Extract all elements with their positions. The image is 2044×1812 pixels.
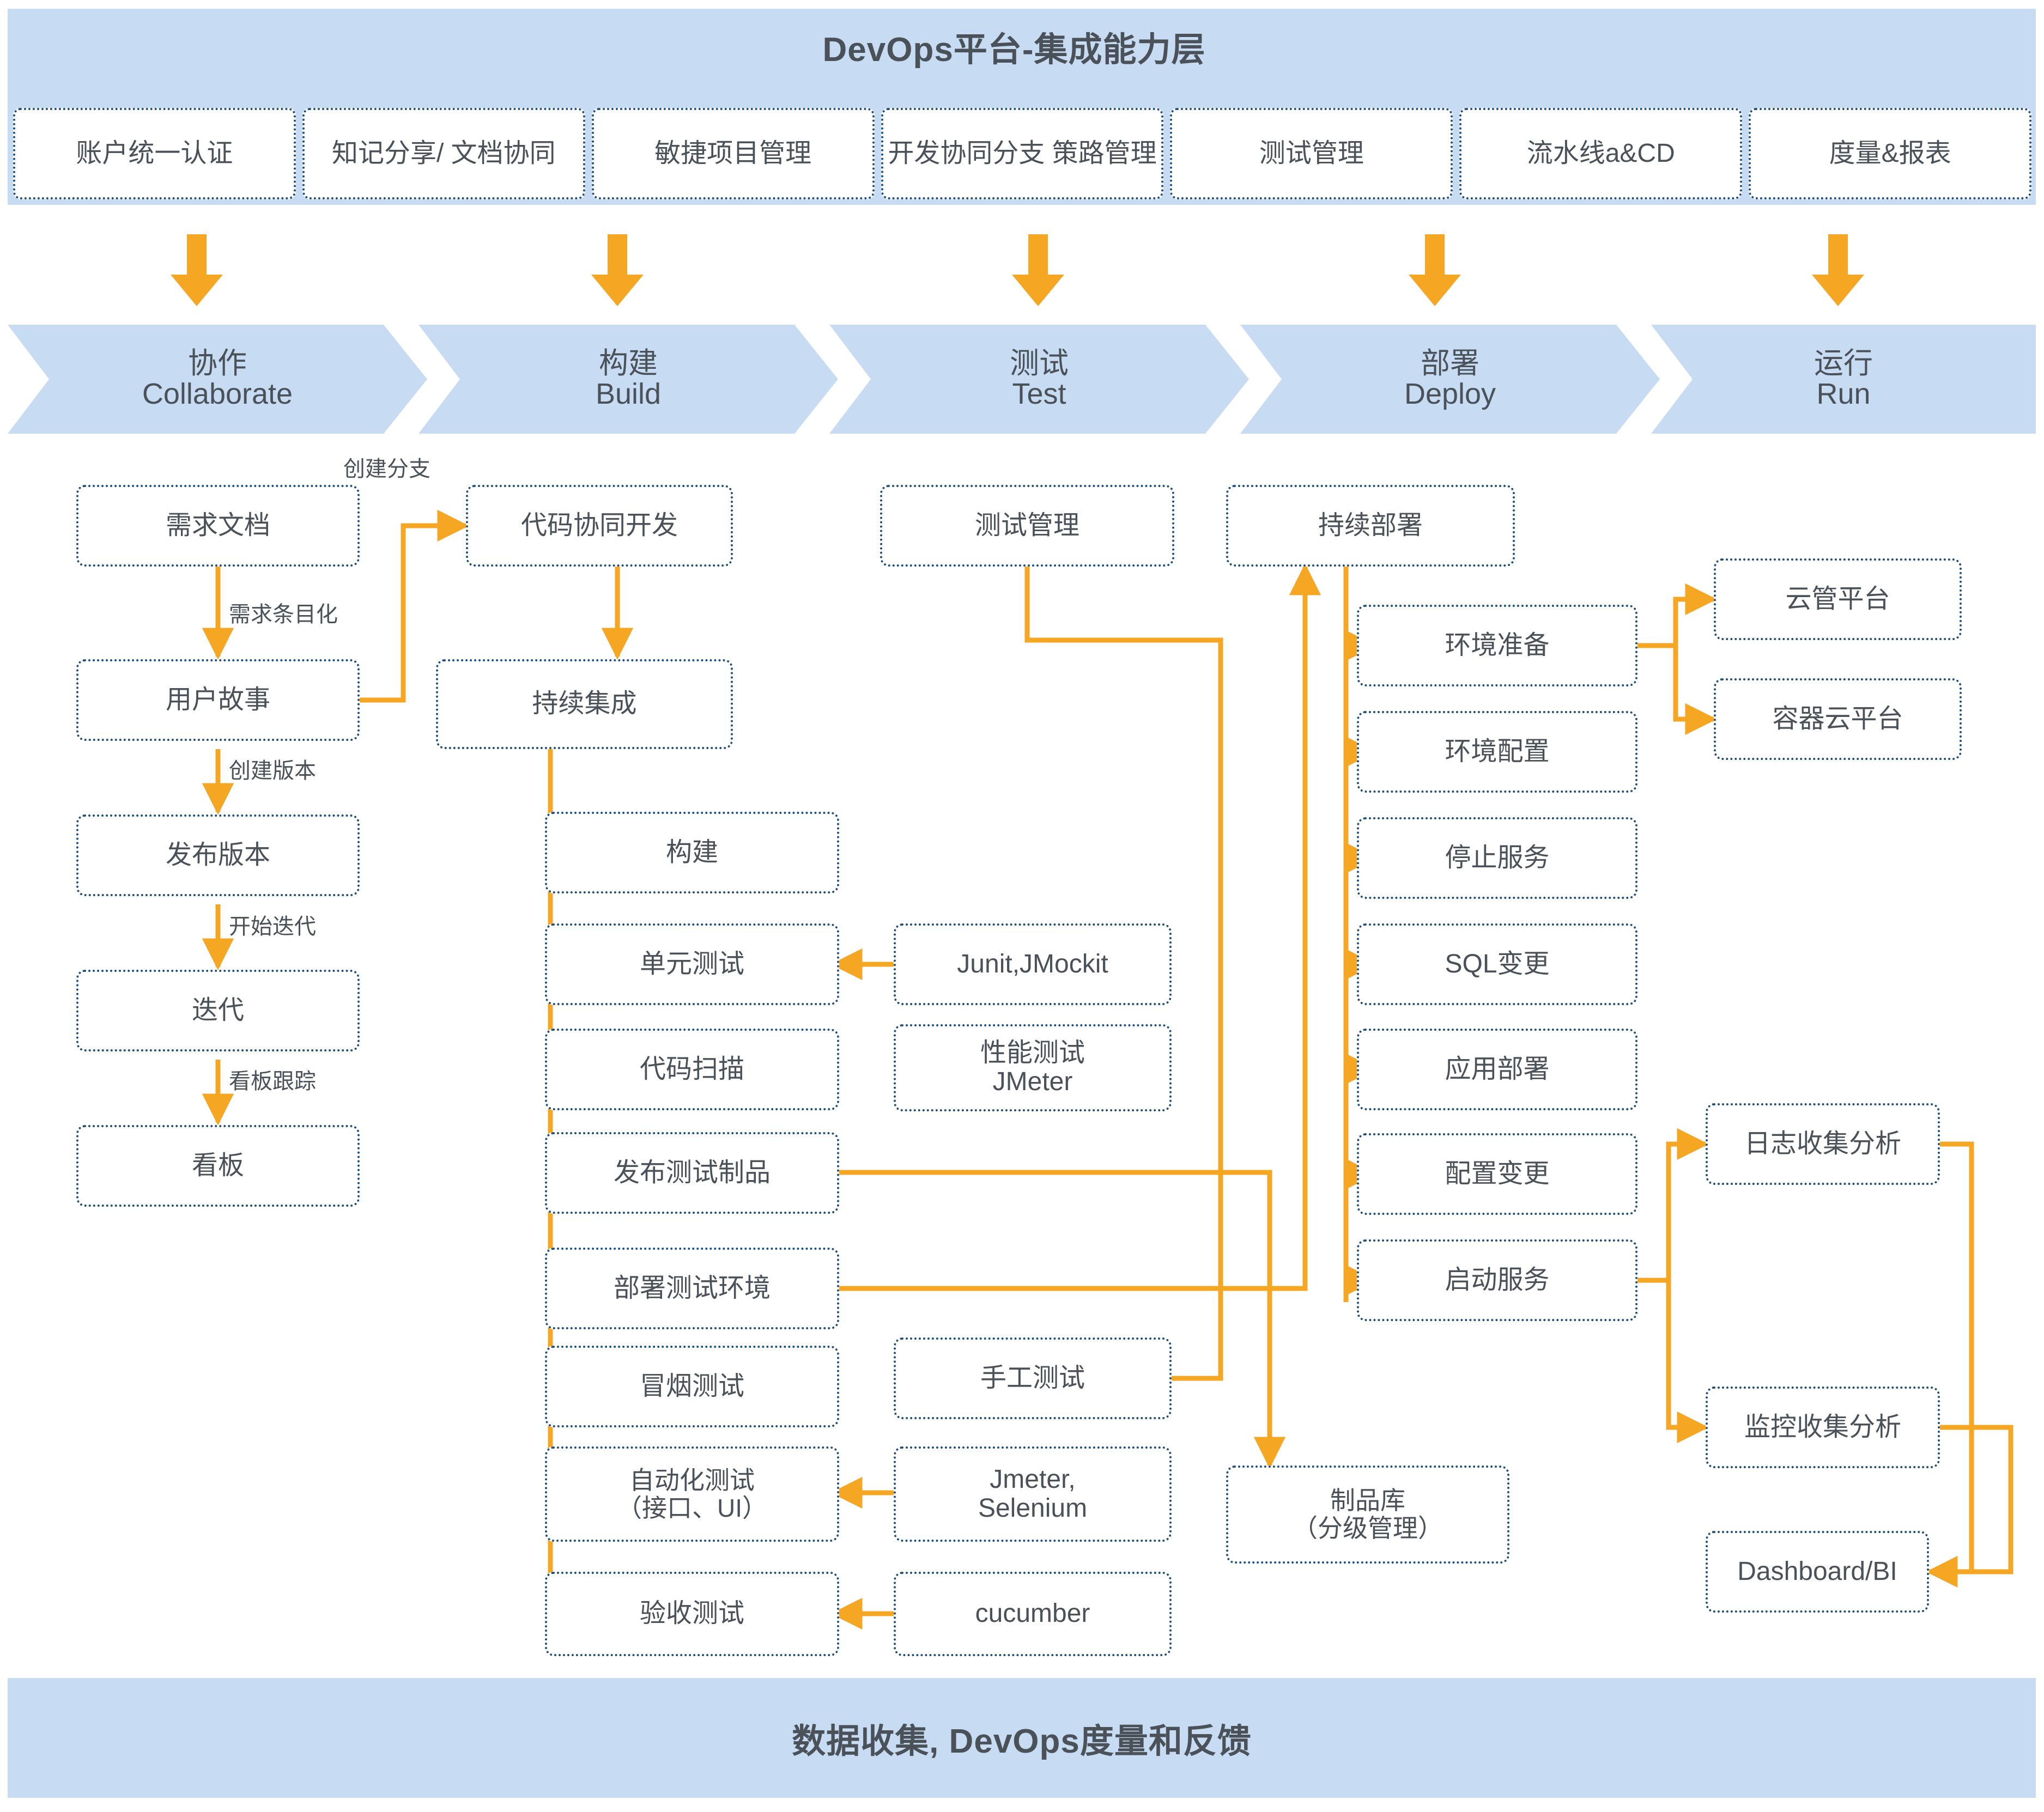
capability-box-test-management[interactable]: 测试管理 bbox=[1170, 108, 1453, 199]
node-deploy-step-env-prepare[interactable]: 环境准备 bbox=[1357, 605, 1637, 686]
node-build-step-code-scan[interactable]: 代码扫描 bbox=[545, 1029, 839, 1110]
edge-label-requirement-itemize: 需求条目化 bbox=[229, 603, 338, 627]
stage-label-en: Build bbox=[595, 377, 662, 410]
node-build-step-compile[interactable]: 构建 bbox=[545, 812, 839, 893]
node-code-collaboration[interactable]: 代码协同开发 bbox=[466, 485, 733, 567]
capability-box-account-auth[interactable]: 账户统一认证 bbox=[13, 108, 296, 199]
node-build-step-automation-test[interactable]: 自动化测试 （接口、UI） bbox=[545, 1446, 839, 1542]
stage-label-en: Test bbox=[1012, 377, 1066, 410]
stage-chevron-run[interactable]: 运行 Run bbox=[1651, 325, 2036, 434]
stage-label-cn: 协作 bbox=[188, 346, 247, 380]
node-requirement-doc[interactable]: 需求文档 bbox=[76, 485, 360, 567]
stage-label-cn: 构建 bbox=[599, 346, 658, 380]
node-kanban[interactable]: 看板 bbox=[76, 1125, 360, 1207]
node-artifact-repository[interactable]: 制品库 （分级管理） bbox=[1226, 1466, 1509, 1564]
node-continuous-integration[interactable]: 持续集成 bbox=[436, 659, 733, 749]
capability-box-branch-strategy[interactable]: 开发协同分支 策路管理 bbox=[881, 108, 1164, 199]
stage-chevron-deploy[interactable]: 部署 Deploy bbox=[1240, 325, 1660, 434]
node-container-cloud-platform[interactable]: 容器云平台 bbox=[1714, 678, 1962, 760]
node-tool-manual-test[interactable]: 手工测试 bbox=[894, 1337, 1172, 1419]
capability-box-pipeline-cd[interactable]: 流水线a&CD bbox=[1459, 108, 1743, 199]
stage-label-cn: 运行 bbox=[1814, 346, 1873, 380]
capability-box-row: 账户统一认证 知记分享/ 文档协同 敏捷项目管理 开发协同分支 策路管理 测试管… bbox=[13, 108, 2032, 199]
node-cloud-management-platform[interactable]: 云管平台 bbox=[1714, 558, 1962, 640]
down-arrow-run bbox=[1812, 234, 1864, 306]
down-arrow-collaborate bbox=[171, 234, 223, 306]
stage-label-en: Collaborate bbox=[142, 377, 293, 410]
stage-label-en: Run bbox=[1816, 377, 1871, 410]
node-tool-cucumber[interactable]: cucumber bbox=[894, 1572, 1172, 1656]
node-iteration[interactable]: 迭代 bbox=[76, 970, 360, 1051]
footer-title: 数据收集, DevOps度量和反馈 bbox=[792, 1723, 1252, 1760]
node-tool-performance-jmeter[interactable]: 性能测试 JMeter bbox=[894, 1024, 1172, 1111]
stage-label-en: Deploy bbox=[1404, 377, 1496, 410]
node-build-step-deploy-test-env[interactable]: 部署测试环境 bbox=[545, 1248, 839, 1329]
node-log-collection-analysis[interactable]: 日志收集分析 bbox=[1706, 1103, 1940, 1185]
capability-box-metrics-report[interactable]: 度量&报表 bbox=[1749, 108, 2032, 199]
node-build-step-acceptance-test[interactable]: 验收测试 bbox=[545, 1572, 839, 1656]
down-arrow-test bbox=[1012, 234, 1064, 306]
stage-chevron-collaborate[interactable]: 协作 Collaborate bbox=[8, 325, 427, 434]
capability-box-agile-project[interactable]: 敏捷项目管理 bbox=[591, 108, 875, 199]
node-build-step-publish-artifact[interactable]: 发布测试制品 bbox=[545, 1132, 839, 1214]
node-build-step-smoke-test[interactable]: 冒烟测试 bbox=[545, 1346, 839, 1427]
node-release-version[interactable]: 发布版本 bbox=[76, 814, 360, 896]
down-arrow-deploy bbox=[1409, 234, 1461, 306]
node-deploy-step-config-change[interactable]: 配置变更 bbox=[1357, 1133, 1637, 1215]
stage-chevron-build[interactable]: 构建 Build bbox=[418, 325, 838, 434]
node-build-step-unit-test[interactable]: 单元测试 bbox=[545, 923, 839, 1005]
node-tool-junit-jmockit[interactable]: Junit,JMockit bbox=[894, 923, 1172, 1005]
edge-label-create-branch: 创建分支 bbox=[343, 457, 430, 481]
node-deploy-step-stop-service[interactable]: 停止服务 bbox=[1357, 817, 1637, 899]
stage-label-cn: 测试 bbox=[1010, 346, 1069, 380]
node-continuous-deployment[interactable]: 持续部署 bbox=[1226, 485, 1515, 567]
node-tool-jmeter-selenium[interactable]: Jmeter, Selenium bbox=[894, 1446, 1172, 1542]
edge-label-start-iteration: 开始迭代 bbox=[229, 915, 316, 939]
node-test-management[interactable]: 测试管理 bbox=[880, 485, 1174, 567]
node-dashboard-bi[interactable]: Dashboard/BI bbox=[1706, 1531, 1929, 1613]
node-deploy-step-env-config[interactable]: 环境配置 bbox=[1357, 711, 1637, 793]
node-user-story[interactable]: 用户故事 bbox=[76, 659, 360, 741]
node-deploy-step-sql-change[interactable]: SQL变更 bbox=[1357, 923, 1637, 1005]
capability-box-knowledge-share[interactable]: 知记分享/ 文档协同 bbox=[302, 108, 585, 199]
data-collection-banner: 数据收集, DevOps度量和反馈 bbox=[8, 1678, 2036, 1798]
stage-label-cn: 部署 bbox=[1421, 346, 1479, 380]
node-monitor-collection-analysis[interactable]: 监控收集分析 bbox=[1706, 1387, 1940, 1468]
node-deploy-step-app-deploy[interactable]: 应用部署 bbox=[1357, 1029, 1637, 1110]
stage-chevron-test[interactable]: 测试 Test bbox=[829, 325, 1249, 434]
node-deploy-step-start-service[interactable]: 启动服务 bbox=[1357, 1239, 1637, 1321]
edge-label-kanban-tracking: 看板跟踪 bbox=[229, 1069, 316, 1093]
down-arrow-build bbox=[591, 234, 644, 306]
edge-label-create-version: 创建版本 bbox=[229, 759, 316, 783]
page-title: DevOps平台-集成能力层 bbox=[822, 31, 1206, 69]
